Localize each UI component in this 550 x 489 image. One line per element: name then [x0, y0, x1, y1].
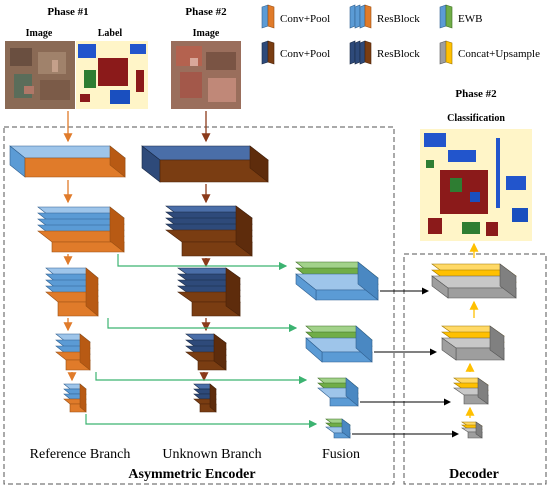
- decoder-block-4: [461, 421, 483, 439]
- unk-block-4: [185, 333, 227, 371]
- ref-block-2: [37, 206, 125, 253]
- skip-arrow-1: [117, 254, 288, 271]
- unknown-branch-label: Unknown Branch: [162, 447, 261, 462]
- skip-arrow-4: [85, 414, 318, 429]
- image2-label: Image: [193, 28, 220, 39]
- classification-title: Classification: [447, 113, 505, 124]
- input-image-phase2: [171, 41, 241, 109]
- label-map-phase1: [76, 41, 148, 109]
- decoder-label: Decoder: [449, 467, 499, 482]
- ref-block-1: [9, 145, 126, 178]
- reference-branch-label: Reference Branch: [30, 447, 131, 462]
- legend-resblock-brown-navy: [349, 40, 372, 65]
- legend-conv-pool-a: Conv+Pool: [280, 13, 330, 25]
- ref-block-5: [63, 383, 87, 413]
- fusion-block-4: [325, 418, 351, 439]
- legend-resblock-b: ResBlock: [377, 48, 420, 60]
- legend-ewb: EWB: [458, 13, 482, 25]
- unk-block-2: [165, 205, 253, 257]
- image1-label: Image: [26, 28, 53, 39]
- skip-arrow-2: [107, 318, 298, 333]
- legend-ewb-block: [439, 4, 453, 29]
- input-image-phase1: [5, 41, 75, 109]
- classification-map: [420, 129, 532, 241]
- legend-resblock-a: ResBlock: [377, 13, 420, 25]
- legend-resblock-orange-blue: [349, 4, 372, 29]
- legend-conv-pool-brown-navy: [261, 40, 275, 65]
- legend-conv-pool-b: Conv+Pool: [280, 48, 330, 60]
- phase2-title: Phase #2: [185, 6, 227, 18]
- encoder-box: [3, 126, 395, 485]
- legend: Conv+Pool ResBlock EWB Conv+Pool ResBloc…: [261, 4, 540, 65]
- fusion-block-2: [305, 325, 373, 363]
- ref-block-3: [45, 267, 99, 317]
- legend-concat: Concat+Upsample: [458, 48, 540, 60]
- phase2-right-title: Phase #2: [455, 88, 497, 100]
- legend-conv-pool-orange-blue: [261, 4, 275, 29]
- decoder-block-1: [431, 263, 517, 299]
- unk-block-3: [177, 267, 241, 317]
- label1-label: Label: [98, 28, 123, 39]
- decoder-block-2: [441, 325, 505, 361]
- skip-arrow-3: [95, 372, 308, 385]
- decoder-block-3: [453, 377, 489, 405]
- unk-block-1: [141, 145, 269, 183]
- fusion-block-1: [295, 261, 379, 301]
- phase1-title: Phase #1: [47, 6, 88, 18]
- fusion-label: Fusion: [322, 447, 360, 462]
- ref-block-4: [55, 333, 91, 371]
- unk-block-5: [193, 383, 217, 413]
- legend-concat-block: [439, 40, 453, 65]
- decoder-box: [403, 253, 547, 485]
- fusion-block-3: [317, 377, 359, 407]
- encoder-label: Asymmetric Encoder: [128, 467, 255, 482]
